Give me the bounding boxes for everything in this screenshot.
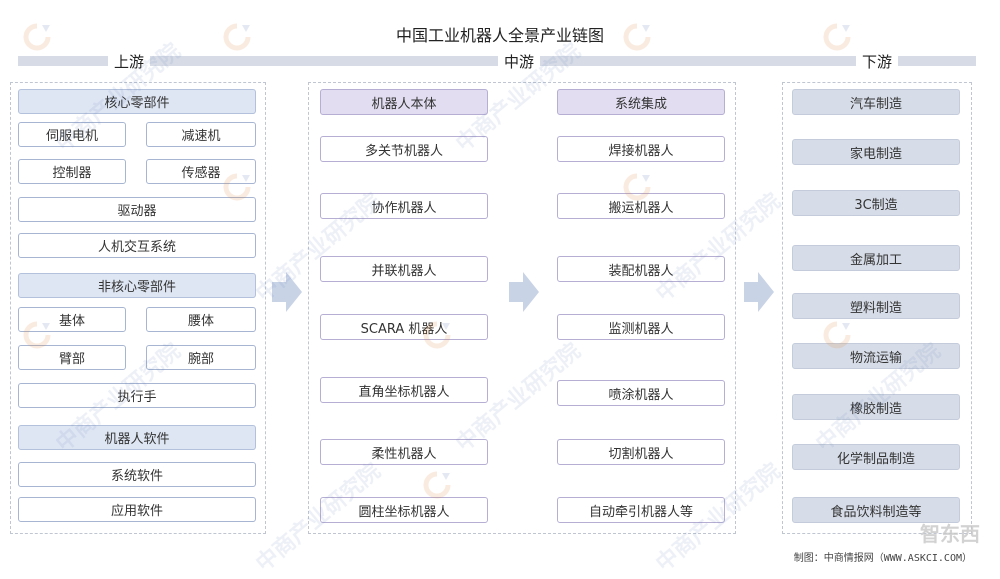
scara-robot-box: SCARA 机器人: [320, 314, 488, 340]
robot-body-header: 机器人本体: [320, 89, 488, 115]
stage-band: [18, 56, 976, 66]
3c-box: 3C制造: [792, 190, 960, 216]
upstream-panel: [10, 82, 266, 534]
robot-software-header: 机器人软件: [18, 425, 256, 450]
cartesian-robot-box: 直角坐标机器人: [320, 377, 488, 403]
waist-box: 腰体: [146, 307, 256, 332]
agv-robot-box: 自动牵引机器人等: [557, 497, 725, 523]
parallel-robot-box: 并联机器人: [320, 256, 488, 282]
inspection-robot-box: 监测机器人: [557, 314, 725, 340]
corner-watermark: 智东西: [920, 522, 980, 546]
driver-box: 驱动器: [18, 197, 256, 222]
page-title: 中国工业机器人全景产业链图: [395, 26, 604, 45]
cutting-robot-box: 切割机器人: [557, 439, 725, 465]
reducer-box: 减速机: [146, 122, 256, 147]
wrist-box: 腕部: [146, 345, 256, 370]
handling-robot-box: 搬运机器人: [557, 193, 725, 219]
home-appliance-box: 家电制造: [792, 139, 960, 165]
food-beverage-box: 食品饮料制造等: [792, 497, 960, 523]
metal-processing-box: 金属加工: [792, 245, 960, 271]
arm-box: 臂部: [18, 345, 126, 370]
system-integration-header: 系统集成: [557, 89, 725, 115]
base-box: 基体: [18, 307, 126, 332]
downstream-panel: [782, 82, 972, 534]
sensor-box: 传感器: [146, 159, 256, 184]
core-components-header: 核心零部件: [18, 89, 256, 114]
system-software-box: 系统软件: [18, 462, 256, 487]
automotive-box: 汽车制造: [792, 89, 960, 115]
flow-arrow-icon: [744, 272, 774, 312]
assembly-robot-box: 装配机器人: [557, 256, 725, 282]
application-software-box: 应用软件: [18, 497, 256, 522]
section-downstream: 下游: [856, 51, 899, 72]
cylindrical-robot-box: 圆柱坐标机器人: [320, 497, 488, 523]
logistics-box: 物流运输: [792, 343, 960, 369]
section-midstream: 中游: [498, 51, 541, 72]
servo-motor-box: 伺服电机: [18, 122, 126, 147]
end-effector-box: 执行手: [18, 383, 256, 408]
rubber-box: 橡胶制造: [792, 394, 960, 420]
noncore-components-header: 非核心零部件: [18, 273, 256, 298]
flexible-robot-box: 柔性机器人: [320, 439, 488, 465]
plastics-box: 塑料制造: [792, 293, 960, 319]
flow-arrow-icon: [509, 272, 539, 312]
welding-robot-box: 焊接机器人: [557, 136, 725, 162]
spraying-robot-box: 喷涂机器人: [557, 380, 725, 406]
hmi-system-box: 人机交互系统: [18, 233, 256, 258]
source-note: 制图：中商情报网（WWW.ASKCI.COM）: [793, 553, 972, 564]
chemicals-box: 化学制品制造: [792, 444, 960, 470]
multi-joint-robot-box: 多关节机器人: [320, 136, 488, 162]
flow-arrow-icon: [272, 272, 302, 312]
controller-box: 控制器: [18, 159, 126, 184]
midstream-panel: [308, 82, 736, 534]
collaborative-robot-box: 协作机器人: [320, 193, 488, 219]
section-upstream: 上游: [108, 51, 151, 72]
